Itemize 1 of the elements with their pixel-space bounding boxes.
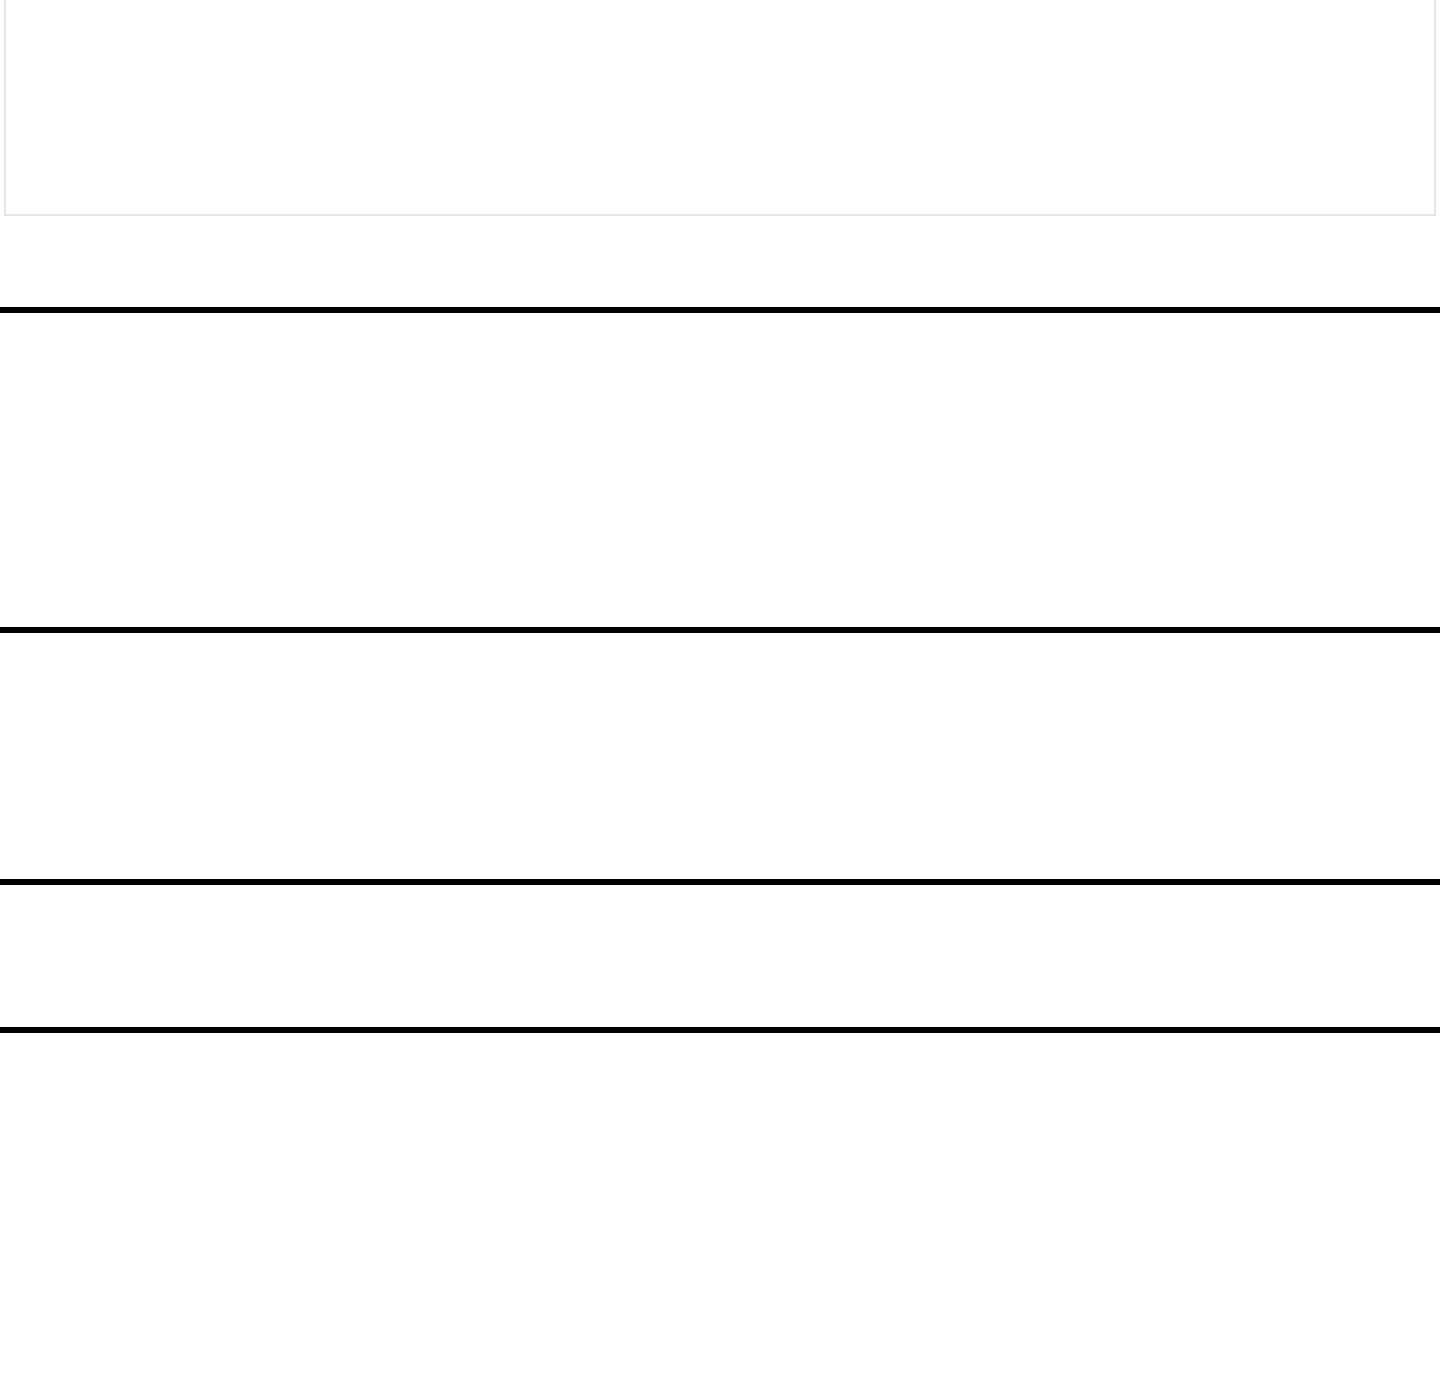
panel-frame [4,0,1436,216]
